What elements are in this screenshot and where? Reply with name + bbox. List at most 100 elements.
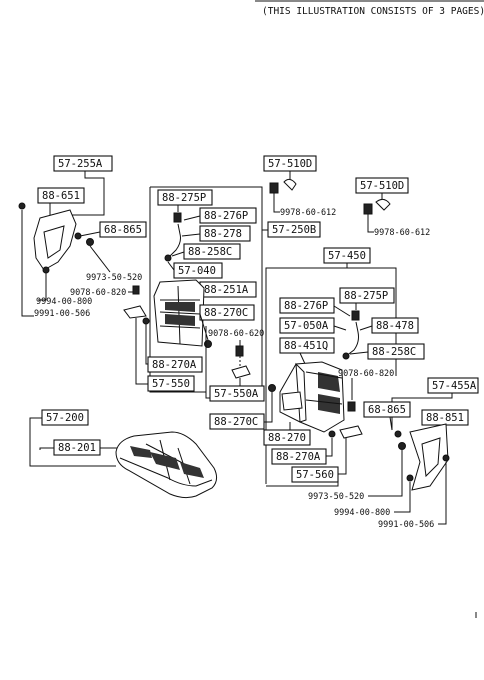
left-seatback-group: 57-250B 88-275P 88-276P 88-278 88-258C 5…	[123, 186, 321, 393]
callout-57-050A[interactable]	[279, 317, 335, 334]
callout-57-250B[interactable]	[267, 221, 321, 238]
callout-88-478[interactable]	[371, 317, 419, 334]
callout-88-651[interactable]	[37, 187, 85, 204]
leader-57-560	[338, 438, 347, 475]
knob-88-258C-top	[164, 254, 172, 262]
center-bolt-group: 9078-60-620 57-550A	[205, 326, 265, 402]
striker-57-550A	[231, 365, 251, 379]
callout-57-040[interactable]	[173, 262, 223, 279]
leader-9973-right	[368, 450, 403, 497]
clip-68-865-left	[74, 232, 82, 240]
callout-57-255A-label: 57-255A	[58, 158, 103, 170]
clip-88-275P-right	[351, 310, 360, 321]
callout-57-455A[interactable]	[427, 377, 479, 394]
leader-88-276P-top	[183, 215, 201, 221]
callout-68-865-left-label: 68-865	[104, 224, 142, 236]
hinge-left	[123, 305, 147, 319]
part-9078-left: 9078-60-820	[70, 288, 126, 298]
callout-88-258C-right[interactable]	[367, 343, 425, 360]
part-9078-620: 9078-60-620	[208, 329, 264, 339]
part-9991-right: 9991-00-506	[378, 520, 434, 530]
callout-88-278-label: 88-278	[204, 228, 242, 240]
callout-88-651-label: 88-651	[42, 190, 80, 202]
leader-9994-right	[394, 482, 411, 513]
clip-68-865-right	[394, 430, 402, 438]
callout-88-278[interactable]	[199, 225, 251, 242]
hinge-right	[339, 425, 363, 439]
callout-68-865-right[interactable]	[363, 401, 411, 418]
right-side-trim-group: 57-455A 68-865 88-851 9973-50-520 9994-0…	[308, 377, 479, 530]
callout-88-851-label: 88-851	[426, 412, 464, 424]
leader-9978-a	[273, 193, 280, 213]
callout-57-250B-label: 57-250B	[272, 224, 316, 236]
leader-57-040	[167, 261, 175, 271]
callout-57-455A-label: 57-455A	[432, 380, 477, 392]
nut-88-270A-bottom	[328, 430, 336, 438]
seat-cushion	[115, 431, 218, 499]
screw-9973-left	[86, 238, 94, 246]
callout-88-275P-right-label: 88-275P	[344, 290, 388, 302]
callout-88-270C-top[interactable]	[199, 304, 255, 321]
callout-57-040-label: 57-040	[178, 265, 216, 277]
nut-9994-right	[406, 474, 414, 482]
callout-57-560-label: 57-560	[296, 469, 334, 481]
callout-57-255A[interactable]	[53, 155, 113, 172]
callout-68-865-right-label: 68-865	[368, 404, 406, 416]
leader-68-865-right	[389, 416, 393, 431]
leader-57-550	[135, 318, 148, 385]
headrest-bolt-group: 57-510D 9978-60-612 57-510D 9978-60-612	[263, 155, 430, 238]
knob-88-258C-right	[342, 352, 350, 360]
nut-hinge-left	[142, 317, 150, 325]
hook-88-270C-bottom	[268, 384, 276, 392]
seat-cushion-group: 57-200 88-201	[29, 409, 218, 499]
callout-88-270A-left-label: 88-270A	[152, 359, 197, 371]
pages-note: (THIS ILLUSTRATION CONSISTS OF 3 PAGES)	[262, 6, 484, 17]
bolt-9078-left	[132, 285, 140, 295]
leader-88-270A-bottom	[326, 438, 333, 457]
left-side-trim-inner	[43, 225, 65, 259]
callout-88-270[interactable]	[263, 429, 311, 446]
part-9973-left: 9973-50-520	[86, 273, 142, 283]
callout-57-550[interactable]	[147, 375, 195, 392]
callout-88-276P-top[interactable]	[199, 207, 257, 224]
callout-88-275P-top[interactable]	[157, 189, 213, 206]
leader-88-478	[359, 325, 373, 331]
leader-88-201	[39, 447, 54, 450]
leader-57-200	[29, 417, 116, 467]
part-9994-left: 9994-00-800	[36, 297, 92, 307]
part-9978-a: 9978-60-612	[280, 208, 336, 218]
leader-88-258C-right	[349, 351, 369, 355]
leader-88-258C-top	[171, 251, 185, 257]
left-side-trim-group: 57-255A 88-651 68-865 9973-50-520 9078-6…	[18, 155, 147, 319]
callout-57-550A-label: 57-550A	[214, 388, 259, 400]
callout-88-276P-right[interactable]	[279, 297, 335, 314]
leader-9991-right	[438, 462, 447, 525]
callout-88-275P-top-label: 88-275P	[162, 192, 206, 204]
callout-88-270A-left[interactable]	[147, 356, 203, 373]
part-9991-left: 9991-00-506	[34, 309, 90, 319]
callout-88-275P-right[interactable]	[339, 287, 395, 304]
clip-88-275P-top	[173, 212, 182, 223]
callout-88-270-label: 88-270	[268, 432, 306, 444]
callout-57-510D-b-label: 57-510D	[360, 180, 404, 192]
part-9078-right: 9078-60-820	[338, 369, 394, 379]
callout-57-450-label: 57-450	[328, 250, 366, 262]
seatback-cushion-right	[279, 361, 345, 433]
right-side-trim-inner	[421, 437, 441, 478]
callout-57-550A[interactable]	[209, 385, 265, 402]
callout-88-201-label: 88-201	[58, 442, 96, 454]
callout-88-451Q-label: 88-451Q	[284, 340, 328, 352]
bolt-9978-b	[363, 203, 373, 215]
callout-88-258C-right-label: 88-258C	[372, 346, 416, 358]
callout-88-451Q[interactable]	[279, 337, 335, 354]
nut-9994-left	[42, 266, 50, 274]
cover-57-510D-a	[283, 178, 297, 191]
callout-88-258C-top[interactable]	[183, 243, 241, 260]
lever-88-478	[345, 321, 359, 357]
clip-right	[442, 454, 450, 462]
screw-9973-right	[398, 442, 406, 450]
callout-57-550-label: 57-550	[152, 378, 190, 390]
callout-68-865-left[interactable]	[99, 221, 147, 238]
leader-9978-b	[367, 214, 374, 233]
